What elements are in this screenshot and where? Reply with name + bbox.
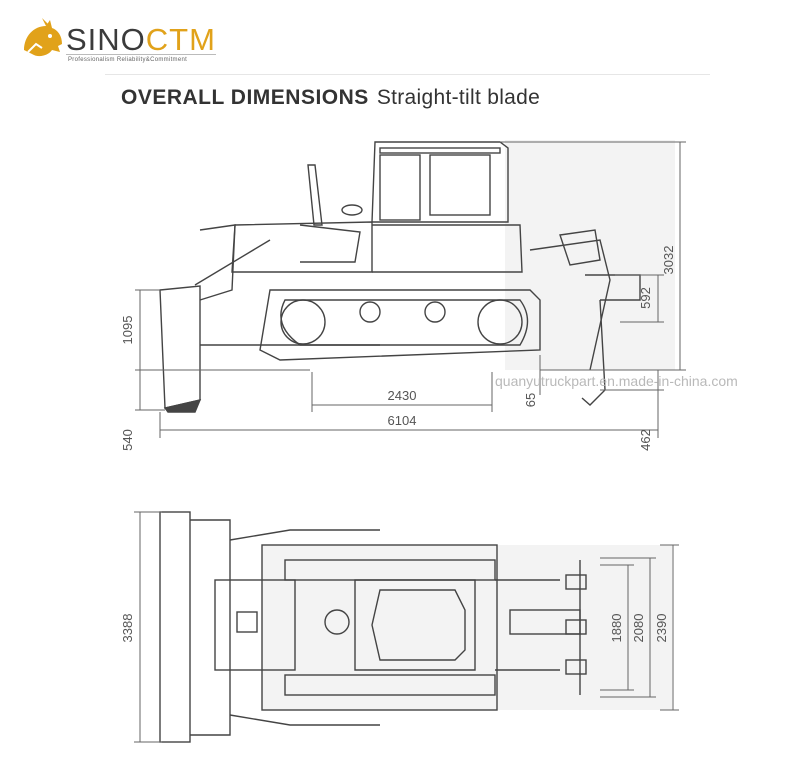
brand-logo: SINOCTM Professionalism Reliability&Comm… — [18, 16, 248, 72]
rhino-icon — [24, 18, 62, 57]
page-title: OVERALL DIMENSIONS Straight-tilt blade — [121, 86, 540, 110]
title-sub: Straight-tilt blade — [376, 86, 541, 109]
brand-tagline: Professionalism Reliability&Commitment — [68, 57, 188, 63]
dim-blade-width: 3388 — [120, 614, 135, 643]
dim-overall-length: 6104 — [388, 413, 417, 428]
brand-name-sino: SINO — [66, 22, 146, 57]
brand-name-ctm: CTM — [145, 22, 216, 57]
dim-overall-height: 3032 — [661, 246, 676, 275]
dim-track-gauge: 1880 — [609, 614, 624, 643]
dim-track-width-total: 2080 — [631, 614, 646, 643]
dim-track-length: 2430 — [388, 388, 417, 403]
dim-blade-height: 1095 — [120, 316, 135, 345]
header-divider — [105, 74, 710, 75]
watermark: quanyutruckpart.en.made-in-china.com — [495, 373, 738, 389]
dim-ripper-lift: 592 — [638, 287, 653, 309]
dim-overall-width: 2390 — [654, 614, 669, 643]
dim-cut-depth: 540 — [120, 429, 135, 451]
dim-ripper-depth: 462 — [638, 429, 653, 451]
logo-rule — [66, 54, 216, 55]
title-main: OVERALL DIMENSIONS — [121, 86, 369, 109]
dim-ground-clearance: 65 — [523, 393, 538, 407]
